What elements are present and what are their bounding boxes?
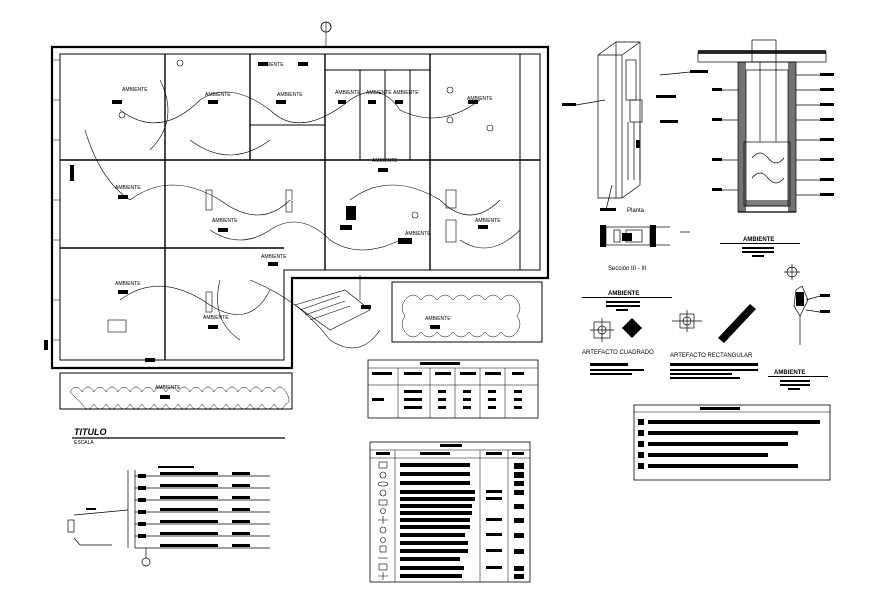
room-label: AMBIENTE (212, 218, 238, 224)
room-label: AMBIENTE (261, 254, 287, 260)
section-label: Sección III - III (608, 266, 647, 272)
pole-callouts (562, 70, 708, 211)
room-label: AMBIENTE (115, 281, 141, 287)
room-label: AMBIENTE (115, 185, 141, 191)
room-label: AMBIENTE (372, 158, 398, 164)
symbol-legend-table (369, 441, 531, 583)
artifact-notes (590, 363, 758, 379)
drawing-title: TITULO (74, 427, 107, 437)
room-label: AMBIENTE (277, 92, 303, 98)
single-line-diagram (67, 470, 270, 567)
detail-pole-isometric (575, 41, 691, 211)
plan-outline-fixtures (107, 59, 494, 333)
lamp-heading-sub (768, 376, 828, 390)
foundation-heading: AMBIENTE (743, 237, 774, 243)
artifacts-heading: AMBIENTE (608, 291, 639, 297)
section-fill (600, 225, 656, 247)
room-labels: AMBIENTE AMBIENTE AMBIENTE AMBIENTE AMBI… (115, 62, 501, 391)
title-block: TITULO ESCALA (72, 427, 285, 446)
notes-box (633, 404, 831, 481)
room-label: AMBIENTE (155, 385, 181, 391)
drawing-scale: ESCALA (74, 440, 94, 446)
room-label: AMBIENTE (366, 90, 392, 96)
room-label: AMBIENTE (467, 96, 493, 102)
foundation-fill (698, 50, 834, 212)
room-label: AMBIENTE (405, 231, 431, 237)
room-label: AMBIENTE (205, 92, 231, 98)
artifact-square-label: ARTEFACTO CUADRADO (582, 350, 654, 356)
room-label: AMBIENTE (475, 218, 501, 224)
room-label: AMBIENTE (203, 315, 229, 321)
room-label: AMBIENTE (258, 62, 284, 68)
artifact-square-symbols (590, 310, 702, 342)
planta-label: Planta (627, 208, 645, 214)
load-table (367, 359, 539, 419)
floor-plan (50, 21, 550, 410)
foundation-heading-sub (720, 243, 800, 257)
single-line-labels (86, 466, 250, 547)
room-label: AMBIENTE (425, 316, 451, 322)
lamp-post-detail (784, 264, 821, 345)
artifact-fills (622, 304, 756, 343)
room-label: AMBIENTE (122, 87, 148, 93)
room-label: AMBIENTE (393, 90, 419, 96)
artifacts-heading-sub (582, 297, 672, 311)
room-label: AMBIENTE (335, 90, 361, 96)
plan-fixtures (44, 62, 488, 399)
artifact-rect-label: ARTEFACTO RECTANGULAR (670, 353, 753, 359)
lamp-heading: AMBIENTE (774, 370, 805, 376)
lamp-fill (796, 292, 830, 313)
